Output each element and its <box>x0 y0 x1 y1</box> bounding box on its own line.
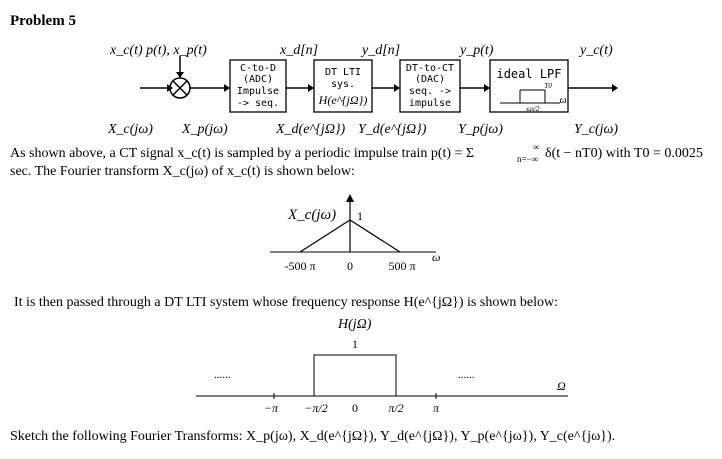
label-xc-p-xp: x_c(t) p(t), x_p(t) <box>109 43 207 58</box>
plot2-tick-pospi: π <box>433 401 440 415</box>
plot1-xlabel: ω <box>432 250 440 264</box>
block1-line2: (ADC) <box>243 74 273 85</box>
plot-h: H(jΩ) 1 ...... ...... Ω −π −π/2 0 π/2 π <box>196 317 568 415</box>
signal-labels-bottom: X_c(jω) X_p(jω) X_d(e^{jΩ}) Y_d(e^{jΩ}) … <box>107 122 618 137</box>
block3-line2: (DAC) <box>415 74 445 85</box>
block1-line3: Impulse <box>237 86 279 97</box>
plot2-dots-left: ...... <box>214 369 231 381</box>
plot1-ylabel: X_c(jω) <box>287 207 336 223</box>
label-Yd: Y_d(e^{jΩ}) <box>358 122 427 137</box>
plot-xc: X_c(jω) 1 ω -500 π 0 500 π <box>270 194 440 273</box>
label-yd: y_d[n] <box>360 43 400 58</box>
plot2-xlabel: Ω <box>557 379 566 393</box>
para1-b: δ(t − nT0) with T0 = 0.0025 <box>545 146 703 161</box>
label-Xd: X_d(e^{jΩ}) <box>275 122 346 137</box>
plot2-rect <box>313 354 397 397</box>
plot1-tick-pos: 500 π <box>388 259 415 273</box>
plot1-triangle <box>299 219 401 253</box>
block2-line3: H(e^{jΩ}) <box>318 93 368 107</box>
plot2-tick-zero: 0 <box>352 401 358 415</box>
block-texts: C-to-D (ADC) Impulse -> seq. DT LTI sys.… <box>237 63 567 113</box>
plot2-ylabel: H(jΩ) <box>337 317 372 332</box>
block1-line4: -> seq. <box>237 98 279 109</box>
para1-a: As shown above, a CT signal x_c(t) is sa… <box>10 146 474 161</box>
block2-line1: DT LTI <box>325 67 361 78</box>
block-ideal-lpf <box>489 59 569 113</box>
label-Xp: X_p(jω) <box>181 122 228 137</box>
block3-line4: impulse <box>409 98 451 109</box>
paragraph-2: sec. The Fourier transform X_c(jω) of x_… <box>10 164 355 179</box>
label-yp: y_p(t) <box>458 43 494 58</box>
sum-upper: ∞ <box>533 142 539 152</box>
plot2-dots-right: ...... <box>458 369 475 381</box>
block-dt-to-ct <box>399 59 461 113</box>
plot1-tick-neg: -500 π <box>284 259 315 273</box>
block4-omega: ω <box>559 95 566 106</box>
block1-line1: C-to-D <box>240 63 276 74</box>
block4-t0: T0 <box>544 82 552 90</box>
label-Xc: X_c(jω) <box>107 122 153 137</box>
block-c-to-d <box>229 59 287 113</box>
plot2-tick-negpi: −π <box>264 401 279 415</box>
sum-lower: n=−∞ <box>517 154 538 164</box>
block-diagram <box>140 56 618 113</box>
paragraph-3: It is then passed through a DT LTI syste… <box>14 295 558 310</box>
plot2-peak-label: 1 <box>352 337 358 351</box>
label-xd: x_d[n] <box>279 43 318 58</box>
plot2-tick-poshalf: π/2 <box>388 401 403 415</box>
plot1-tick-zero: 0 <box>347 259 353 273</box>
label-Yc: Y_c(jω) <box>574 122 618 137</box>
block3-line3: seq. -> <box>409 86 451 97</box>
block4-ws: ωs/2 <box>526 105 540 113</box>
signal-labels-top: x_c(t) p(t), x_p(t) x_d[n] y_d[n] y_p(t)… <box>109 43 613 58</box>
plot1-peak-label: 1 <box>357 209 363 223</box>
paragraph-1: As shown above, a CT signal x_c(t) is sa… <box>10 142 703 164</box>
plot2-tick-neghalf: −π/2 <box>304 401 327 415</box>
paragraph-4: Sketch the following Fourier Transforms:… <box>10 429 615 444</box>
block3-line1: DT-to-CT <box>406 63 454 74</box>
problem-title: Problem 5 <box>10 13 76 29</box>
block4-line1: ideal LPF <box>496 67 561 81</box>
block2-line2: sys. <box>331 79 355 90</box>
label-yc: y_c(t) <box>578 43 613 58</box>
plot1-y-arrow <box>346 194 354 202</box>
label-Yp: Y_p(jω) <box>458 122 503 137</box>
block-dt-lti <box>313 59 373 113</box>
